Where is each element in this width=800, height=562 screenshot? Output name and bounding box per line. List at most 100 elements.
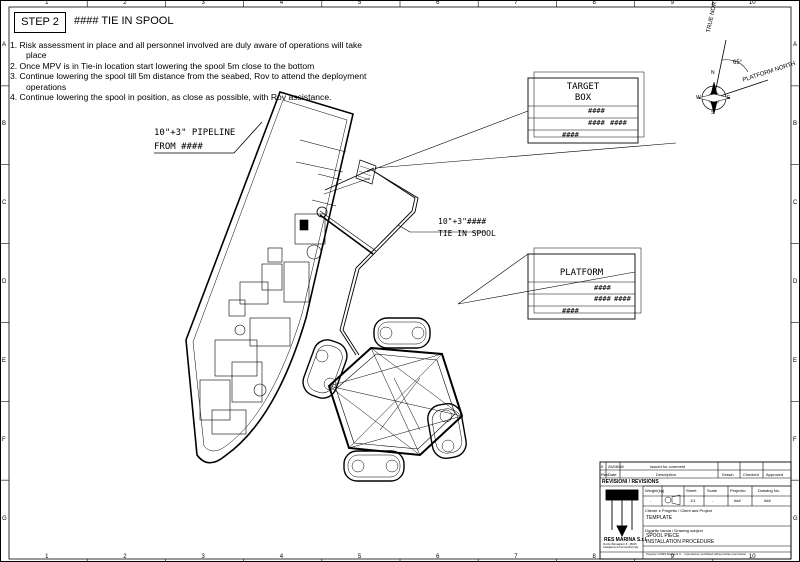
- tb-subject-line2: INSTALLATION PROCEDURE: [646, 539, 715, 545]
- grid-column-label: 4: [279, 0, 284, 6]
- grid-column-label: 9: [670, 0, 675, 6]
- grid-column-label: 2: [123, 0, 127, 6]
- grid-row-label: E: [2, 357, 7, 364]
- grid-column-label: 8: [592, 0, 596, 6]
- target-box-frame: [527, 71, 645, 144]
- grid-column-label: 2: [123, 554, 127, 560]
- grid-column-label: 8: [592, 554, 596, 560]
- compass-n: N: [711, 70, 715, 76]
- tb-copyright: Property of RES Marina S.r.l. - reproduc…: [646, 552, 746, 556]
- tb-scale: Scale: [707, 488, 718, 493]
- grid-row-label: D: [2, 279, 7, 285]
- tb-subject-line1: SPOOL PIECE: [646, 533, 680, 539]
- grid-column-label: 1: [45, 554, 49, 560]
- instruction-item: 3. Continue lowering the spool till 5m d…: [10, 71, 367, 92]
- platform-box-code: ####: [594, 284, 611, 292]
- target-box-code: ####: [588, 107, 605, 115]
- platform-jacket: [302, 317, 467, 482]
- tb-rev-desc: Issued for comment: [650, 464, 686, 469]
- platform-box-code: ####: [614, 295, 631, 303]
- grid-column-label: 5: [357, 0, 362, 6]
- instruction-item: 4. Continue lowering the spool in positi…: [10, 92, 332, 103]
- instruction-item: 2. Once MPV is in Tie-in location start …: [10, 60, 315, 71]
- grid-row-label: D: [793, 279, 798, 285]
- tb-projection: Projectio: [730, 488, 746, 493]
- target-box-title-line1: TARGET: [566, 82, 600, 92]
- grid-column-label: 6: [436, 0, 440, 6]
- tb-sheet: Sheet: [686, 488, 697, 493]
- grid-row-label: C: [793, 200, 798, 207]
- target-leader: [366, 110, 677, 173]
- target-box-code: ####: [588, 119, 605, 127]
- grid-row-label: B: [793, 121, 798, 128]
- target-box-title-line2: BOX: [574, 93, 592, 103]
- tb-weight-val: -: [650, 498, 652, 503]
- compass-rose: [697, 39, 769, 115]
- grid-row-label: G: [793, 515, 798, 522]
- scale-symbol: [664, 494, 681, 506]
- pipeline-label-line1: 10"+3" PIPELINE: [154, 128, 236, 138]
- platform-box-frame: [527, 247, 642, 320]
- grid-row-label: E: [793, 357, 798, 364]
- tb-company-addr: Via Dei Bersaglieri, 8 - 48015 Castiglio…: [603, 543, 639, 549]
- pipeline-label-line2: FROM ####: [154, 142, 203, 152]
- grid-column-label: 10: [748, 0, 756, 6]
- tb-drawing-no: Drawing No.: [758, 488, 781, 493]
- instruction-item: 1. Risk assessment in place and all pers…: [10, 40, 363, 61]
- grid-column-label: 7: [514, 554, 518, 560]
- tb-head-checked: Checked: [743, 472, 759, 477]
- company-logo: [605, 489, 639, 538]
- tb-proj-val: ###: [734, 498, 741, 503]
- tb-scale-val: -: [712, 498, 714, 503]
- tb-head-desc: Description: [656, 472, 677, 477]
- tb-head-date: Date: [608, 472, 617, 477]
- step-badge: STEP 2: [14, 12, 66, 33]
- grid-column-label: 9: [670, 554, 675, 560]
- tb-client-val: TEMPLATE: [646, 515, 673, 521]
- tb-company: RES MARINA S.r.l.: [604, 537, 648, 543]
- tb-subject-label: Oggetto tavola / Drawing subject: [645, 528, 703, 533]
- grid-column-label: 5: [357, 554, 362, 560]
- target-box-code: ####: [610, 119, 627, 127]
- tb-rev-date: 26/08/08: [608, 464, 624, 469]
- grid-column-label: 1: [45, 0, 49, 6]
- platform-box-title: PLATFORM: [559, 268, 604, 278]
- platform-leader: [457, 253, 636, 305]
- grid-column-label: 10: [748, 554, 756, 560]
- tb-sheet-val: 1/1: [690, 498, 696, 503]
- grid-row-label: A: [2, 42, 7, 49]
- tb-drawing-val: ###: [764, 498, 771, 503]
- spool-label-line1: 10"+3"####: [438, 217, 487, 226]
- target-hatch: [355, 159, 377, 185]
- tb-rev-no: 0: [601, 464, 604, 469]
- grid-column-label: 4: [279, 554, 284, 560]
- grid-row-label: G: [2, 515, 7, 522]
- grid-column-label: 6: [436, 554, 440, 560]
- tb-client-label: Cliente e Progetto / Client and Project: [645, 508, 712, 513]
- grid-row-label: F: [793, 436, 797, 443]
- pipeline-leader: [154, 121, 263, 154]
- title-block-frame: [599, 461, 792, 560]
- grid-column-label: 3: [201, 0, 205, 6]
- grid-column-label: 3: [201, 554, 205, 560]
- grid-column-label: 7: [514, 0, 518, 6]
- vessel-mpv: [185, 91, 377, 464]
- spool-route: [339, 169, 419, 356]
- tb-head-rev: Rev.: [601, 472, 609, 477]
- grid-row-label: C: [2, 200, 7, 207]
- grid-row-label: B: [2, 121, 7, 128]
- compass-angle: 65°: [733, 60, 743, 66]
- grid-row-label: F: [2, 436, 6, 443]
- compass-s: S: [711, 110, 715, 116]
- instructions-list: 1. Risk assessment in place and all pers…: [10, 40, 370, 102]
- step-title: #### TIE IN SPOOL: [74, 15, 174, 27]
- spool-label-line2: TIE IN SPOOL: [438, 229, 496, 238]
- compass-e: E: [727, 95, 731, 101]
- tb-head-approved: Approved: [766, 472, 784, 477]
- platform-box-code: ####: [594, 295, 611, 303]
- platform-box-code: ####: [562, 307, 579, 315]
- compass-w: W: [696, 95, 701, 101]
- target-box-code: ####: [562, 131, 579, 139]
- tb-revisions: REVISIONI / REVISIONS: [602, 479, 659, 485]
